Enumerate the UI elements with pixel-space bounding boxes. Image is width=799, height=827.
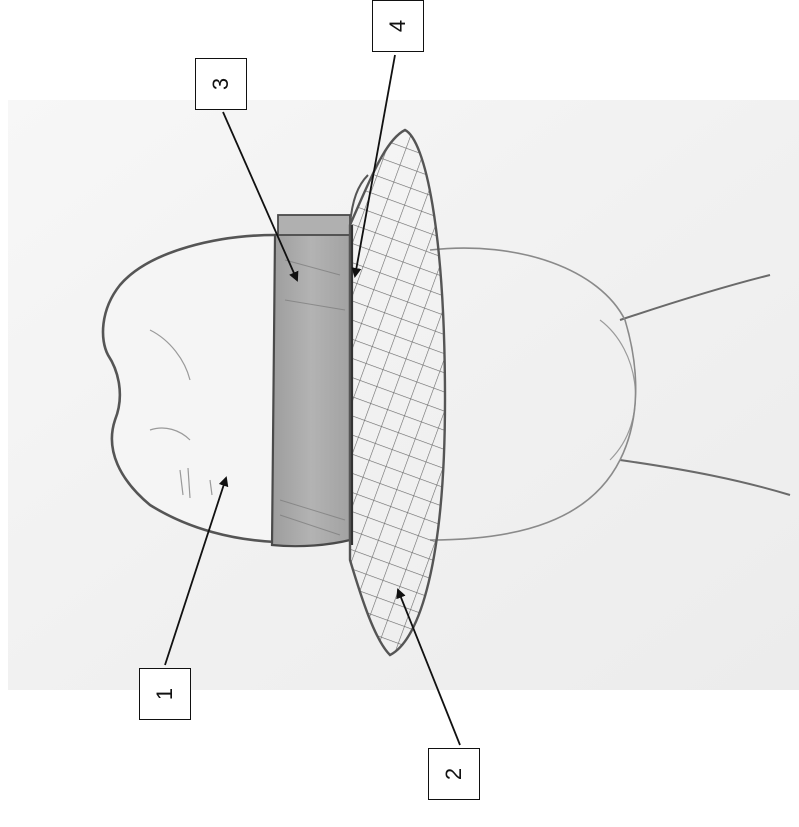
callout-1: 1 (139, 668, 191, 720)
callout-2: 2 (428, 748, 480, 800)
callout-3-text: 3 (210, 78, 232, 90)
brim (350, 130, 445, 655)
callout-1-text: 1 (154, 688, 176, 700)
band-top-cap (278, 215, 350, 235)
callout-4: 4 (372, 0, 424, 52)
callout-3: 3 (195, 58, 247, 110)
band (272, 222, 350, 547)
callout-4-text: 4 (387, 20, 409, 32)
callout-2-text: 2 (443, 768, 465, 780)
